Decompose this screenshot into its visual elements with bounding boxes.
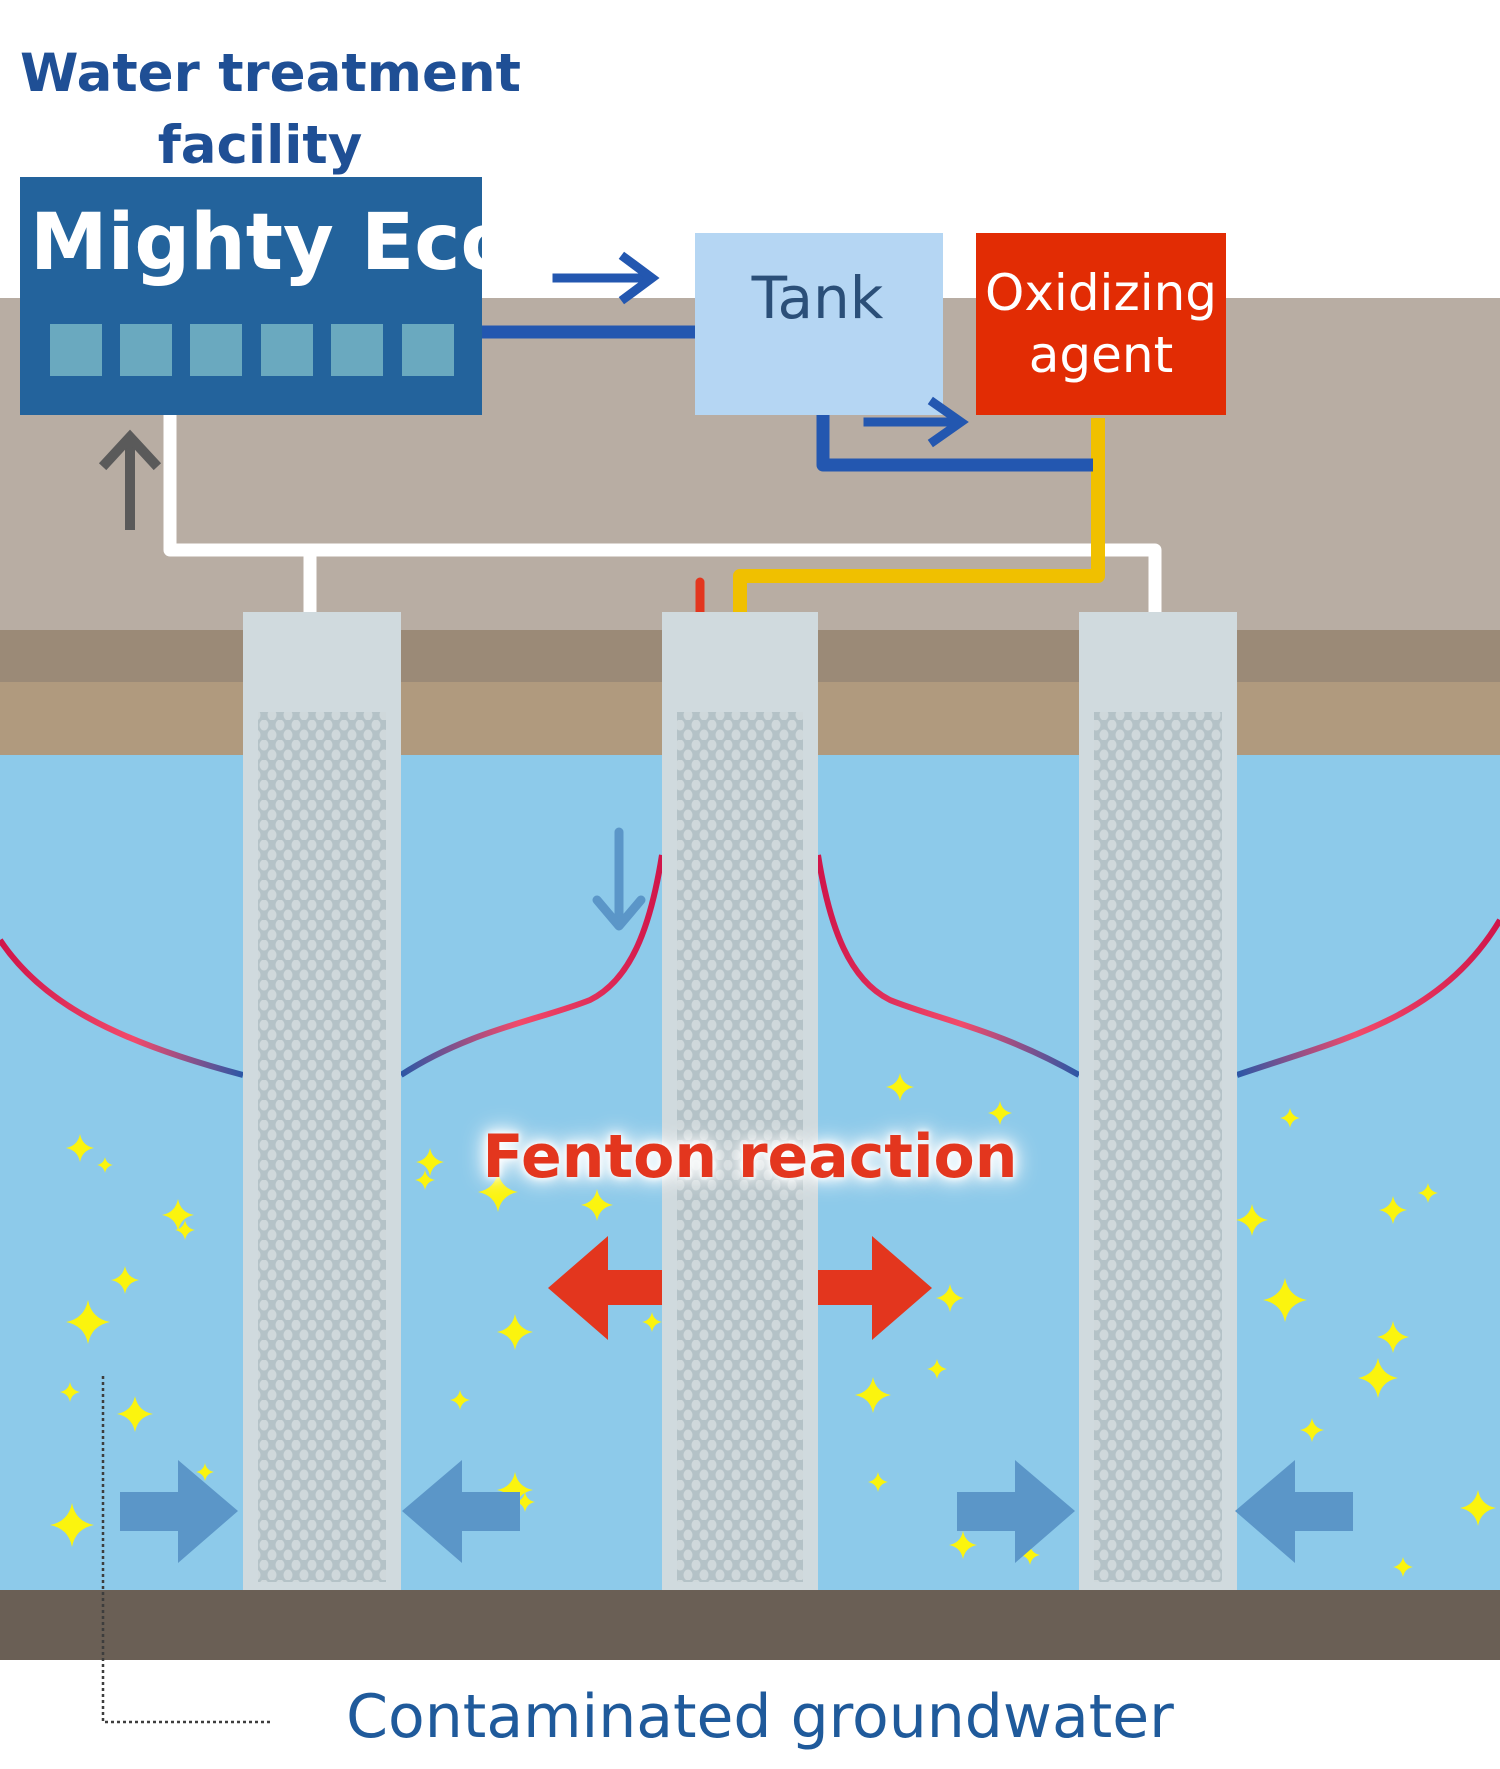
sparkle — [1393, 1557, 1413, 1577]
sparkle — [1263, 1278, 1307, 1322]
drawdown-arrow — [592, 827, 646, 931]
sparkle — [478, 1172, 518, 1212]
sparkle — [450, 1390, 470, 1410]
sparkle — [581, 1189, 613, 1221]
facility-title-line: Water treatment — [20, 43, 521, 104]
sparkle-group — [50, 1073, 1496, 1577]
reaction-arrow-right — [818, 1236, 932, 1340]
unit-name: Mighty Eco — [30, 198, 515, 288]
sparkle — [66, 1300, 110, 1344]
tank-label: Tank — [751, 264, 884, 332]
unit-panel — [402, 324, 454, 376]
sparkle — [515, 1492, 535, 1512]
groundwater-flow-arrow — [1235, 1460, 1353, 1563]
sparkle — [497, 1472, 533, 1508]
sparkle — [1300, 1418, 1324, 1442]
sparkle — [1377, 1321, 1409, 1353]
oxidizer-label: Oxidizing agent — [977, 262, 1225, 386]
sparkle — [855, 1377, 891, 1413]
sparkle — [175, 1220, 195, 1240]
unit-panel — [190, 324, 242, 376]
groundwater-leader-line — [101, 1376, 272, 1724]
sparkle — [927, 1359, 947, 1379]
sparkle — [66, 1134, 94, 1162]
sparkle — [1379, 1196, 1407, 1224]
groundwater-flow-arrow — [402, 1460, 520, 1563]
sparkle — [1460, 1490, 1496, 1526]
flow-arrow-up — [98, 429, 162, 530]
sparkle — [50, 1503, 94, 1547]
well-screen — [1094, 712, 1222, 1582]
sparkle — [936, 1284, 964, 1312]
oxidant-pipe — [733, 418, 1105, 612]
sparkle — [1358, 1358, 1398, 1398]
bedrock-layer — [0, 1590, 1500, 1660]
sparkle — [949, 1531, 977, 1559]
unit-panel — [50, 324, 102, 376]
unit-panel — [120, 324, 172, 376]
reaction-label: Fenton reaction — [482, 1122, 1018, 1192]
sparkle — [868, 1472, 888, 1492]
sparkle — [97, 1157, 113, 1173]
oxidizing-agent-box — [976, 233, 1226, 415]
sparkle — [117, 1396, 153, 1432]
sparkle — [1280, 1108, 1300, 1128]
reaction-arrow-left — [548, 1236, 662, 1340]
oxidizer-label-line: agent — [1028, 326, 1174, 384]
sparkle — [886, 1073, 914, 1101]
sparkle — [415, 1170, 435, 1190]
unit-panel — [261, 324, 313, 376]
facility-title: Water treatment facility — [20, 38, 521, 182]
unit-panel — [331, 324, 383, 376]
facility-title-line: facility — [157, 115, 363, 176]
groundwater-flow-arrow — [120, 1460, 238, 1563]
sparkle — [1020, 1545, 1040, 1565]
groundwater-label: Contaminated groundwater — [346, 1682, 1174, 1752]
sparkle — [162, 1199, 194, 1231]
sparkle — [988, 1101, 1012, 1125]
groundwater-flow-arrow — [957, 1460, 1075, 1563]
extraction-pipe — [163, 415, 1162, 612]
sparkle — [1418, 1183, 1438, 1203]
sparkle — [196, 1463, 214, 1481]
well-screen — [677, 712, 803, 1582]
sparkle — [1236, 1204, 1268, 1236]
sparkle — [111, 1266, 139, 1294]
flow-arrow-to-tank — [552, 251, 660, 305]
water-table-curve — [815, 854, 1081, 1078]
water-table-curve — [399, 854, 665, 1078]
sparkle — [497, 1314, 533, 1350]
tank-box — [695, 233, 943, 415]
sparkle — [60, 1382, 80, 1402]
sparkle — [642, 1312, 662, 1332]
sparkle — [416, 1148, 444, 1176]
flow-arrow-to-oxidizer — [863, 396, 969, 448]
well-screen — [258, 712, 386, 1582]
oxidizer-label-line: Oxidizing — [984, 264, 1218, 322]
water-table-curve — [1236, 918, 1500, 1078]
water-table-curve — [0, 938, 244, 1078]
